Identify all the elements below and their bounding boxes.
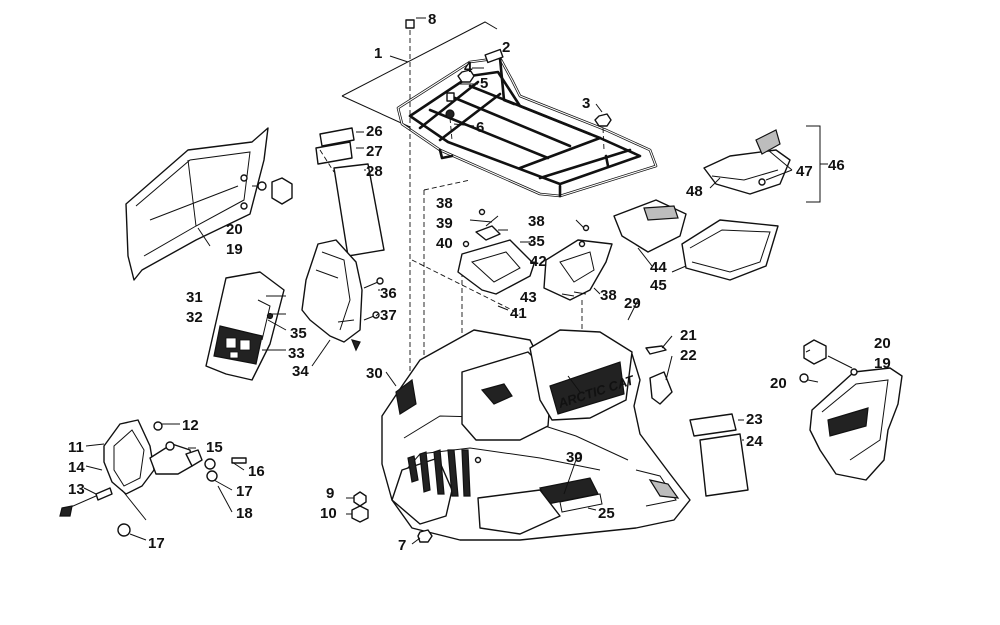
callout-30-left: 30: [366, 365, 383, 382]
front-grille: [407, 449, 471, 497]
callout-41: 41: [510, 305, 527, 322]
callout-16: 16: [248, 463, 265, 480]
callout-40: 40: [436, 235, 453, 252]
callout-10: 10: [320, 505, 337, 522]
decals-23-24: [689, 413, 749, 497]
decals-26-28: [315, 127, 385, 257]
left-fender-fasteners: [252, 177, 293, 205]
callout-13: 13: [68, 481, 85, 498]
callout-21: 21: [680, 327, 697, 344]
callout-42: 42: [530, 253, 547, 270]
callout-27: 27: [366, 143, 383, 160]
callout-25: 25: [598, 505, 615, 522]
headlight-assembly: [59, 419, 247, 537]
leader-lines: [83, 17, 828, 545]
callout-44: 44: [650, 259, 667, 276]
callout-23: 23: [746, 411, 763, 428]
callout-3: 3: [582, 95, 590, 112]
inner-fender: [301, 239, 384, 352]
callout-36: 36: [380, 285, 397, 302]
callout-11: 11: [68, 439, 84, 456]
callout-14: 14: [68, 459, 85, 476]
callout-24: 24: [746, 433, 763, 450]
callout-28: 28: [366, 163, 383, 180]
callout-31: 31: [186, 289, 203, 306]
callout-9: 9: [326, 485, 334, 502]
callout-22: 22: [680, 347, 697, 364]
callout-7: 7: [398, 537, 406, 554]
callout-38-right: 38: [600, 287, 617, 304]
callout-45: 45: [650, 277, 667, 294]
callout-20-right: 20: [770, 375, 787, 392]
right-fender-panel: [799, 339, 903, 481]
left-fender-panel: [125, 127, 269, 281]
callout-numbers: 1 2 3 4 5 6 7 8 9 10 11 12 13 14 15 16 1…: [68, 11, 891, 554]
callout-8: 8: [428, 11, 436, 28]
rack-bracket-lines: [341, 21, 498, 128]
callout-30-right: 30: [566, 449, 583, 466]
bottom-fasteners: [351, 491, 433, 543]
callout-38-mid: 38: [528, 213, 545, 230]
callout-48: 48: [686, 183, 703, 200]
callout-29: 29: [624, 295, 641, 312]
callout-47: 47: [796, 163, 813, 180]
callout-2: 2: [502, 39, 510, 56]
callout-26: 26: [366, 123, 383, 140]
front-rack: [396, 48, 658, 198]
callout-46: 46: [828, 157, 845, 174]
side-cover: [205, 271, 285, 381]
callout-32: 32: [186, 309, 203, 326]
callout-20-left: 20: [226, 221, 243, 238]
storage-compartment: [613, 129, 791, 281]
callout-17a: 17: [236, 483, 253, 500]
callout-1: 1: [374, 45, 382, 62]
callout-15: 15: [206, 439, 223, 456]
callout-43: 43: [520, 289, 537, 306]
callout-19-left: 19: [226, 241, 243, 258]
callout-19-right: 19: [874, 355, 891, 372]
callout-35-center: 35: [528, 233, 545, 250]
callout-37: 37: [380, 307, 397, 324]
bumper-bracket: [645, 345, 673, 405]
center-console: [457, 208, 613, 301]
callout-4: 4: [464, 59, 473, 76]
callout-35-left: 35: [290, 325, 307, 342]
callout-38-left: 38: [436, 195, 453, 212]
callout-17b: 17: [148, 535, 165, 552]
callout-20-right-top: 20: [874, 335, 891, 352]
callout-12: 12: [182, 417, 199, 434]
callout-39: 39: [436, 215, 453, 232]
callout-5: 5: [480, 75, 488, 92]
callout-18: 18: [236, 505, 253, 522]
callout-34: 34: [292, 363, 309, 380]
callout-6: 6: [476, 119, 484, 136]
front-body: ARCTIC CAT: [381, 329, 691, 541]
callout-33: 33: [288, 345, 305, 362]
